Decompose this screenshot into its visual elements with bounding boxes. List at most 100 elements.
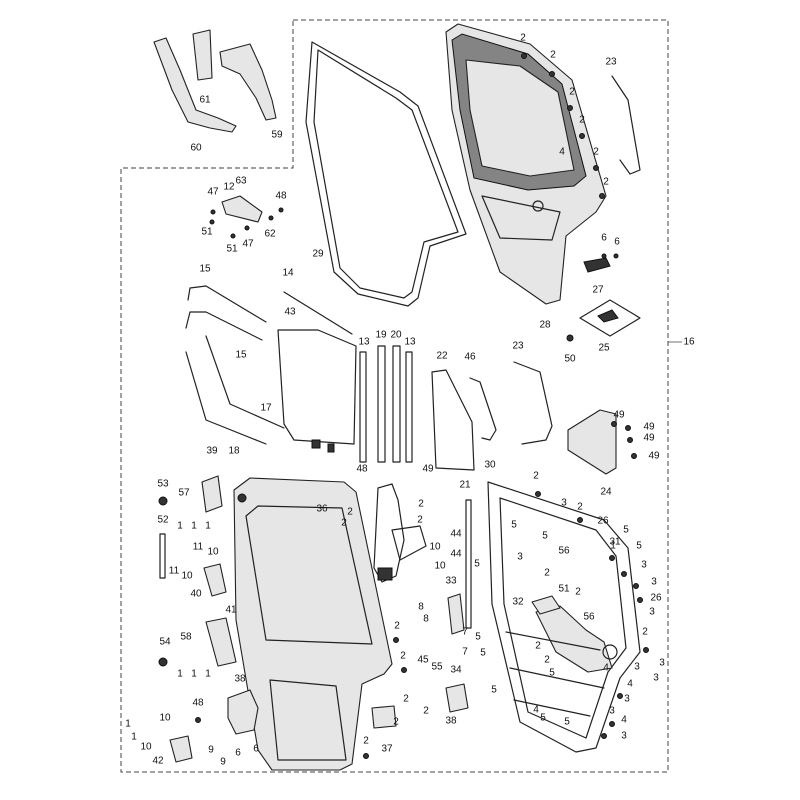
callout-label: 60: [190, 143, 202, 154]
callout-label: 8: [418, 602, 424, 613]
trim-parts-group: [153, 29, 277, 133]
upper-door-panel-part: [445, 23, 607, 305]
callout-label: 46: [464, 352, 476, 363]
callout-label: 58: [180, 632, 192, 643]
callout-label: 17: [260, 403, 272, 414]
callout-label: 26: [650, 593, 662, 604]
callout-label: 63: [235, 176, 247, 187]
callout-label: 1: [191, 669, 197, 680]
callout-label: 49: [613, 410, 625, 421]
callout-label: 36: [316, 504, 328, 515]
hinge-41: [205, 617, 237, 667]
callout-label: 32: [512, 597, 524, 608]
callout-label: 12: [223, 182, 235, 193]
latch-37: [371, 705, 397, 729]
callout-label: 38: [445, 716, 457, 727]
nut-53: [158, 496, 168, 506]
callout-label: 20: [390, 330, 402, 341]
callout-label: 10: [207, 547, 219, 558]
callout-label: 9: [220, 757, 226, 768]
seal-14: [283, 291, 353, 335]
callout-label: 2: [642, 627, 648, 638]
callout-label: 5: [491, 685, 497, 696]
callout-label: 5: [636, 541, 642, 552]
callout-label: 3: [624, 694, 630, 705]
callout-label: 10: [159, 713, 171, 724]
callout-label: 59: [271, 130, 283, 141]
assembly-boundary: [120, 19, 669, 773]
hinge-40: [203, 563, 227, 597]
callout-label: 1: [125, 719, 131, 730]
callout-label: 1: [610, 541, 616, 552]
callout-label: 16: [683, 337, 695, 348]
callout-label: 2: [363, 736, 369, 747]
callout-label: 41: [225, 605, 237, 616]
hinge-kit-top: [209, 195, 284, 239]
callout-label: 42: [152, 756, 164, 767]
hinge-42: [169, 735, 193, 763]
callout-label: 26: [597, 516, 609, 527]
callout-label: 5: [511, 520, 517, 531]
window-channels: [359, 345, 413, 463]
callout-label: 14: [282, 268, 294, 279]
lower-door-frame-36: [233, 477, 393, 771]
seal-46: [469, 377, 497, 441]
callout-label: 3: [653, 673, 659, 684]
callout-label: 22: [436, 351, 448, 362]
callout-label: 2: [393, 717, 399, 728]
callout-label: 9: [208, 745, 214, 756]
callout-label: 6: [235, 748, 241, 759]
callout-label: 2: [603, 177, 609, 188]
fasteners: [195, 53, 649, 759]
callout-label: 28: [539, 320, 551, 331]
callout-label: 5: [542, 531, 548, 542]
callout-label: 3: [651, 577, 657, 588]
callout-label: 1: [177, 521, 183, 532]
callout-label: 33: [445, 576, 457, 587]
callout-label: 2: [544, 655, 550, 666]
callout-label: 4: [533, 705, 539, 716]
callout-label: 49: [643, 422, 655, 433]
callout-label: 10: [434, 561, 446, 572]
callout-label: 5: [480, 648, 486, 659]
callout-label: 1: [205, 669, 211, 680]
callout-label: 48: [356, 464, 368, 475]
callout-label: 2: [533, 471, 539, 482]
callout-label: 2: [579, 115, 585, 126]
bracket-32: [531, 595, 561, 615]
seal-18: [185, 351, 267, 445]
callout-label: 47: [242, 239, 254, 250]
latch-housing-38-left: [227, 689, 259, 735]
callout-label: 2: [520, 33, 526, 44]
callout-label: 5: [549, 668, 555, 679]
callout-label: 50: [564, 354, 576, 365]
nut-50: [566, 334, 574, 342]
callout-label: 30: [484, 460, 496, 471]
callout-label: 2: [544, 568, 550, 579]
callout-label: 2: [535, 641, 541, 652]
callout-label: 3: [561, 498, 567, 509]
callout-label: 11: [169, 566, 180, 577]
callout-label: 5: [564, 717, 570, 728]
callout-label: 19: [375, 330, 387, 341]
pin-52: [159, 533, 166, 579]
callout-label: 4: [621, 715, 627, 726]
striker-34: [445, 683, 469, 713]
callout-label: 25: [598, 343, 610, 354]
callout-label: 1: [205, 521, 211, 532]
callout-label: 15: [235, 350, 247, 361]
callout-label: 49: [648, 451, 660, 462]
callout-label: 52: [157, 515, 169, 526]
callout-label: 3: [621, 731, 627, 742]
callout-label: 61: [199, 95, 211, 106]
nut-54: [158, 657, 168, 667]
callout-label: 6: [253, 744, 259, 755]
callout-label: 38: [234, 674, 246, 685]
guide-rail-21: [465, 499, 472, 629]
callout-label: 21: [459, 480, 471, 491]
callout-label: 4: [603, 663, 609, 674]
callout-label: 13: [358, 337, 370, 348]
callout-label: 27: [592, 285, 604, 296]
